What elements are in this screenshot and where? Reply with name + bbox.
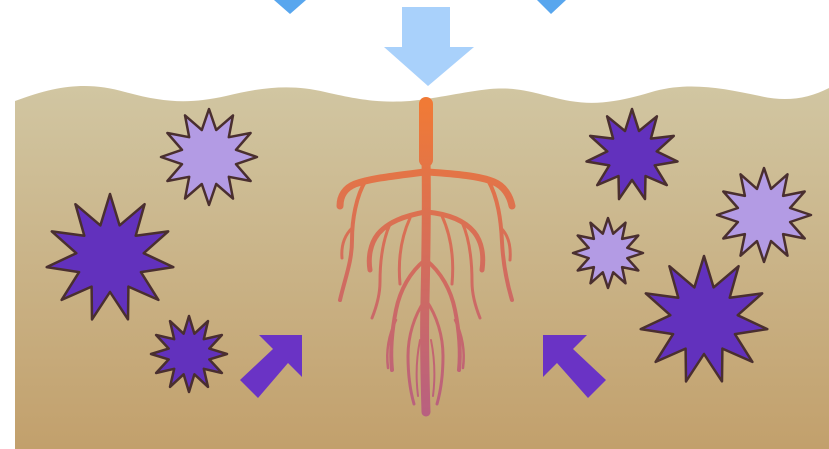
root-taproot-lower	[425, 160, 427, 412]
water-arrow-center	[384, 7, 474, 86]
water-arrow-right	[537, 0, 566, 14]
water-arrow-left	[274, 0, 306, 14]
